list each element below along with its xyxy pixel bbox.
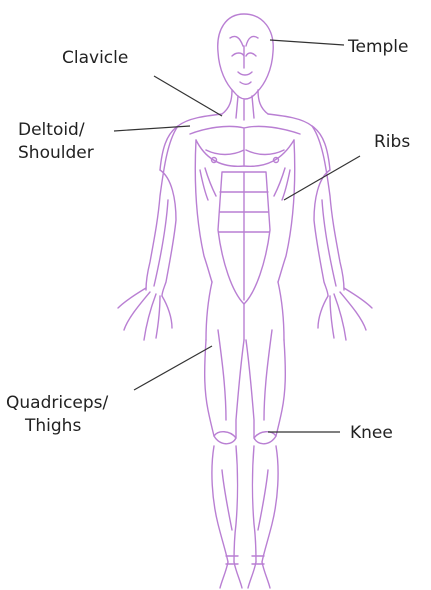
clavicle-leader-line [154,76,222,116]
left-foot-outline [220,556,242,588]
ribs-label: Ribs [374,131,410,154]
deltoid-shoulder-label: Deltoid/ Shoulder [18,119,94,165]
chest-outline [190,126,300,166]
abdominal-outline [218,172,270,304]
temple-leader-line [270,40,344,45]
quad-label-line2: Thighs [6,415,108,438]
temple-label: Temple [348,36,409,59]
right-calf-outline [253,446,279,562]
left-arm-outline [146,126,178,296]
right-arm-outline [312,126,344,296]
right-knee-outline [254,432,276,444]
deltoid-leader-line [114,126,190,131]
clavicle-label: Clavicle [62,47,128,70]
left-knee-outline [214,432,236,444]
head-outline [218,14,273,99]
torso-sides [195,140,294,282]
left-calf-outline [212,446,238,562]
deltoid-label-line2: Shoulder [18,142,94,165]
right-foot-outline [248,556,270,588]
knee-label: Knee [350,422,393,445]
deltoid-label-line1: Deltoid/ [18,119,94,142]
right-thigh-outline [246,330,285,438]
face-muscles [230,36,258,84]
shoulder-line [160,114,330,170]
rib-lines [200,168,290,200]
neck-outline [222,90,268,120]
quadriceps-leader-line [134,346,212,390]
quadriceps-thighs-label: Quadriceps/ Thighs [6,392,108,438]
quad-label-line1: Quadriceps/ [6,392,108,415]
right-hand-outline [318,288,372,340]
left-hand-outline [118,288,172,340]
